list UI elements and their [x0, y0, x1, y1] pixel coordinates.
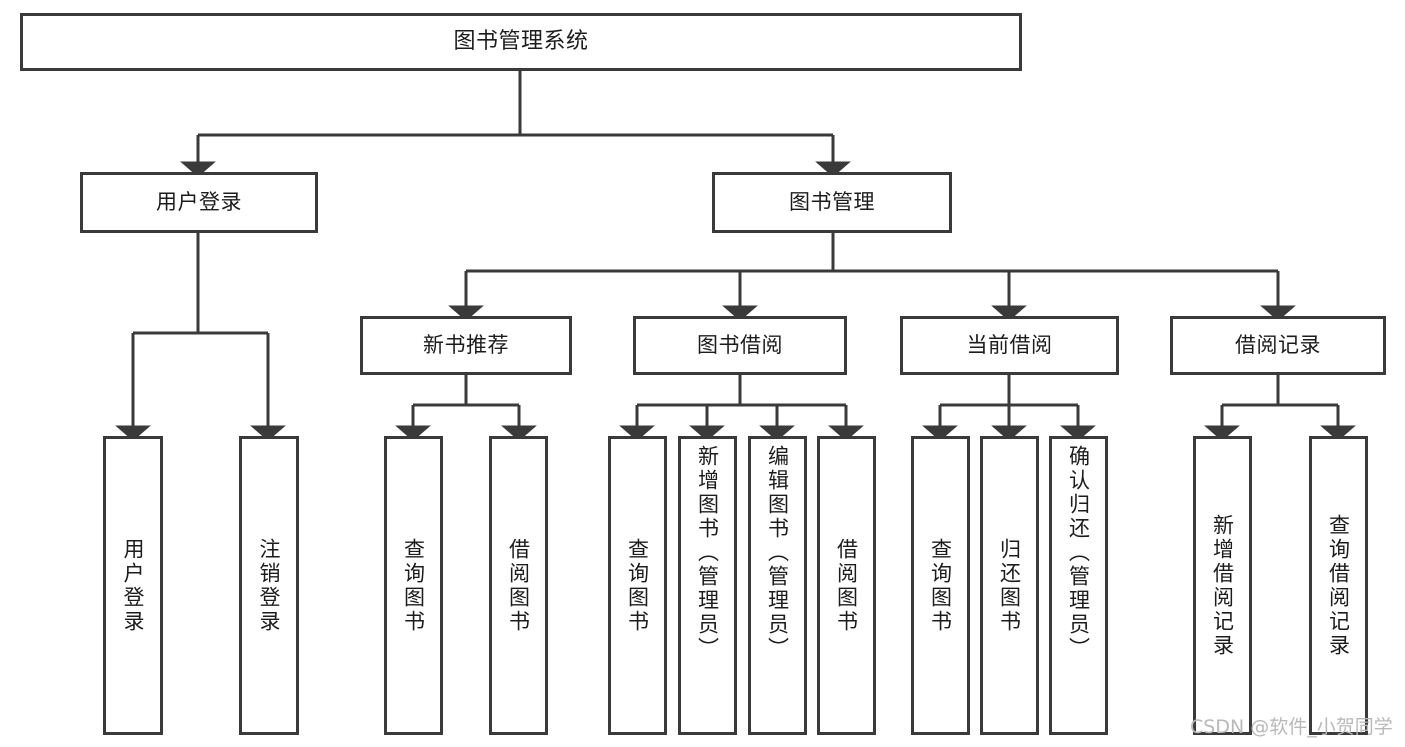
- node-label: 归还图书: [997, 537, 1022, 634]
- node-label: 查询图书: [401, 537, 426, 634]
- node-current-borrowing[interactable]: 当前借阅: [900, 316, 1119, 375]
- node-label: 图书借阅: [697, 333, 783, 358]
- node-book-management[interactable]: 图书管理: [712, 172, 952, 233]
- node-root-book-management-system[interactable]: 图书管理系统: [20, 13, 1022, 71]
- node-label: 查询借阅记录: [1326, 513, 1351, 658]
- node-leaf-edit-book-admin[interactable]: 编辑图书（管理员）: [748, 436, 807, 735]
- node-label: 查询图书: [928, 537, 953, 634]
- node-label: 新增图书（管理员）: [695, 445, 720, 661]
- node-label: 编辑图书（管理员）: [765, 445, 790, 661]
- node-label: 借阅记录: [1235, 333, 1321, 358]
- node-leaf-logout[interactable]: 注销登录: [239, 436, 299, 735]
- node-label: 确认归还（管理员）: [1066, 445, 1091, 661]
- node-leaf-borrow-book-recommend[interactable]: 借阅图书: [489, 436, 548, 735]
- node-leaf-query-book-current[interactable]: 查询图书: [911, 436, 970, 735]
- csdn-watermark: CSDN @软件_小贺同学: [1190, 716, 1393, 738]
- node-leaf-return-book[interactable]: 归还图书: [980, 436, 1039, 735]
- node-leaf-query-borrow-record[interactable]: 查询借阅记录: [1309, 436, 1368, 735]
- node-leaf-query-book-recommend[interactable]: 查询图书: [384, 436, 443, 735]
- node-label: 当前借阅: [966, 333, 1053, 358]
- node-label: 图书管理系统: [453, 29, 589, 55]
- node-leaf-add-borrow-record[interactable]: 新增借阅记录: [1193, 436, 1252, 735]
- node-leaf-add-book-admin[interactable]: 新增图书（管理员）: [678, 436, 737, 735]
- node-book-borrowing[interactable]: 图书借阅: [633, 316, 847, 375]
- node-label: 查询图书: [625, 537, 650, 634]
- node-label: 借阅图书: [834, 537, 859, 634]
- node-user-login[interactable]: 用户登录: [80, 172, 318, 233]
- node-label: 图书管理: [789, 190, 875, 215]
- node-label: 注销登录: [257, 537, 282, 634]
- node-leaf-borrow-book[interactable]: 借阅图书: [817, 436, 876, 735]
- node-label: 用户登录: [121, 537, 146, 634]
- node-label: 借阅图书: [506, 537, 531, 634]
- node-borrowing-records[interactable]: 借阅记录: [1170, 316, 1386, 375]
- node-leaf-query-book-borrow[interactable]: 查询图书: [608, 436, 667, 735]
- node-new-book-recommendation[interactable]: 新书推荐: [360, 316, 572, 375]
- node-label: 新增借阅记录: [1210, 513, 1235, 658]
- node-label: 用户登录: [156, 190, 242, 215]
- node-leaf-confirm-return-admin[interactable]: 确认归还（管理员）: [1049, 436, 1108, 735]
- node-leaf-user-login[interactable]: 用户登录: [103, 436, 163, 735]
- node-label: 新书推荐: [423, 333, 509, 358]
